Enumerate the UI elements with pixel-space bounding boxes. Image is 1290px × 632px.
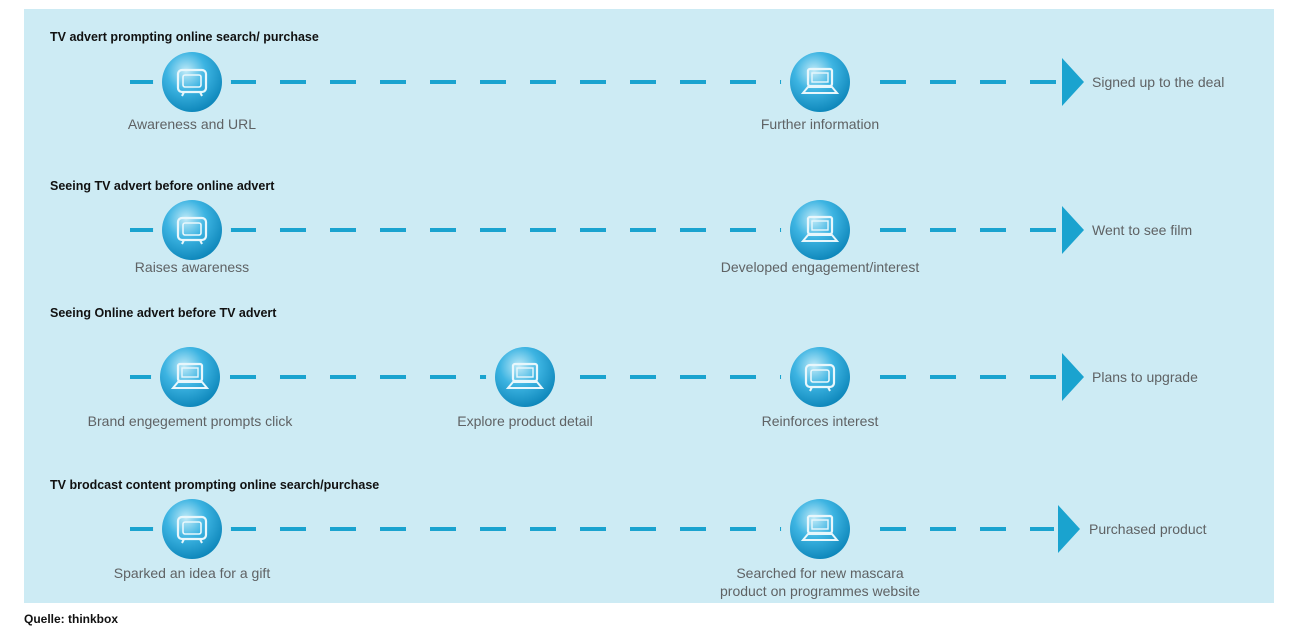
- laptop-node: Further information: [761, 43, 879, 132]
- tv-node: Reinforces interest: [762, 338, 879, 429]
- node-label: Further information: [761, 116, 879, 132]
- laptop-icon: [800, 215, 840, 242]
- journey-row: Seeing TV advert before online advertWen…: [50, 179, 1192, 275]
- diagram-panel: [24, 9, 1274, 603]
- node-orb: [162, 499, 222, 559]
- outcome-label: Signed up to the deal: [1092, 74, 1224, 90]
- row-title: TV advert prompting online search/ purch…: [50, 30, 319, 44]
- row-title: Seeing Online advert before TV advert: [50, 306, 277, 320]
- node-label: Explore product detail: [457, 413, 592, 429]
- row-title: Seeing TV advert before online advert: [50, 179, 275, 193]
- row-title: TV brodcast content prompting online sea…: [50, 478, 379, 492]
- journey-row: Seeing Online advert before TV advertPla…: [50, 306, 1198, 429]
- arrow-head: [1058, 505, 1080, 553]
- tv-icon: [176, 68, 208, 97]
- tv-icon: [804, 363, 836, 392]
- tv-icon: [176, 515, 208, 544]
- node-orb: [162, 200, 222, 260]
- laptop-icon: [800, 514, 840, 541]
- tv-node: Sparked an idea for a gift: [114, 490, 271, 581]
- arrow-head: [1062, 58, 1084, 106]
- journey-row: TV brodcast content prompting online sea…: [50, 478, 1207, 599]
- laptop-icon: [800, 67, 840, 94]
- laptop-node: Explore product detail: [457, 338, 593, 429]
- outcome-label: Purchased product: [1089, 521, 1207, 537]
- arrow-head: [1062, 206, 1084, 254]
- node-label: Reinforces interest: [762, 413, 879, 429]
- tv-node: Raises awareness: [135, 191, 249, 275]
- node-label: Developed engagement/interest: [721, 259, 920, 275]
- node-label: Brand engegement prompts click: [88, 413, 294, 429]
- node-label: product on programmes website: [720, 583, 920, 599]
- laptop-icon: [505, 362, 545, 389]
- node-label: Awareness and URL: [128, 116, 256, 132]
- outcome-label: Plans to upgrade: [1092, 369, 1198, 385]
- laptop-icon: [170, 362, 210, 389]
- source-note: Quelle: thinkbox: [24, 612, 119, 626]
- node-label: Raises awareness: [135, 259, 249, 275]
- node-orb: [790, 347, 850, 407]
- laptop-node: Developed engagement/interest: [721, 191, 920, 275]
- outcome-label: Went to see film: [1092, 222, 1192, 238]
- node-label: Sparked an idea for a gift: [114, 565, 271, 581]
- laptop-node: Searched for new mascara product on progr…: [720, 490, 920, 599]
- laptop-node: Brand engegement prompts click: [88, 338, 294, 429]
- tv-icon: [176, 216, 208, 245]
- tv-node: Awareness and URL: [128, 43, 256, 132]
- journey-row: TV advert prompting online search/ purch…: [50, 30, 1224, 132]
- arrow-head: [1062, 353, 1084, 401]
- node-orb: [162, 52, 222, 112]
- node-label: Searched for new mascara: [736, 565, 904, 581]
